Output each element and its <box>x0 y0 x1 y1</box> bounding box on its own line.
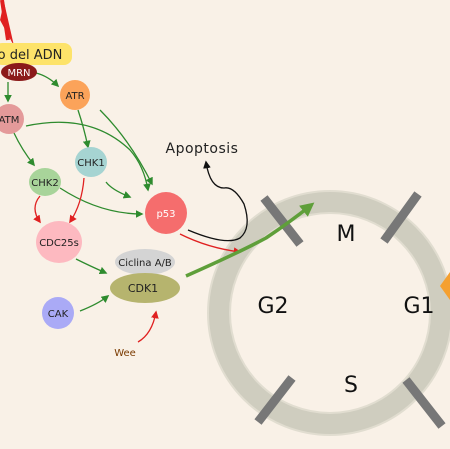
ring-outer-edge <box>207 190 450 436</box>
damage-box <box>0 43 72 65</box>
arrow-atr-p53 <box>99 109 153 186</box>
atm-shape <box>0 104 24 134</box>
arrow-p53-apoptosis <box>187 160 248 242</box>
arrow-cak-cdk1 <box>79 295 110 312</box>
node-mrn: MRN <box>1 63 37 81</box>
phase-g2: G2 <box>257 294 288 319</box>
arrow-atm-chk2 <box>13 132 35 167</box>
node-cak: CAK <box>42 297 74 329</box>
mrn-shape <box>1 63 37 81</box>
checkpoint-g2-m <box>260 195 304 247</box>
arrow-chk2-cdc25 <box>33 195 41 224</box>
chk1-label: CHK1 <box>77 158 104 169</box>
arrow-cdk1-mitosis <box>185 202 315 278</box>
arrow-chk1-cdc25 <box>69 177 85 224</box>
damage-label: o del ADN <box>0 48 62 63</box>
arrow-cdc25-cdk1 <box>75 258 108 275</box>
arrow-atm-p53 <box>25 121 151 192</box>
node-chk1: CHK1 <box>75 147 107 177</box>
activation-arrows <box>4 72 153 312</box>
atm-label: ATM <box>0 115 19 126</box>
node-atr: ATR <box>60 80 90 110</box>
checkpoint-g2-s <box>254 375 296 425</box>
damage-signal-head <box>0 2 14 46</box>
atr-shape <box>60 80 90 110</box>
ring-inner-edge <box>229 212 431 414</box>
mrn-label: MRN <box>7 68 30 79</box>
ciclina-label: Ciclina A/B <box>118 258 172 269</box>
phase-g1: G1 <box>403 294 434 319</box>
inhibition-arrows <box>33 177 242 343</box>
apoptosis-label: Apoptosis <box>166 141 239 157</box>
cak-shape <box>42 297 74 329</box>
cdc25s-label: CDC25s <box>39 238 79 249</box>
cak-label: CAK <box>48 309 69 320</box>
ciclina-shape <box>115 249 175 275</box>
node-atm: ATM <box>0 104 24 134</box>
ring-track <box>208 191 450 435</box>
cell-cycle-ring <box>207 190 450 436</box>
chk1-shape <box>75 147 107 177</box>
node-ciclina: Ciclina A/B <box>115 249 175 275</box>
node-cdk1: CDK1 <box>110 273 180 303</box>
g1-arrow-tip <box>440 272 450 300</box>
arrow-atr-chk1 <box>77 109 91 149</box>
cdk1-shape <box>110 273 180 303</box>
node-chk2: CHK2 <box>29 168 61 196</box>
checkpoint-s-g1 <box>402 377 446 429</box>
p53-label: p53 <box>156 209 175 220</box>
phase-m: M <box>337 222 356 247</box>
chk2-label: CHK2 <box>31 178 58 189</box>
node-p53: p53 <box>145 192 187 234</box>
node-damage: o del ADN <box>0 43 72 65</box>
phase-s: S <box>344 373 358 398</box>
arrow-p53-cycle <box>179 233 242 256</box>
checkpoint-m-g1 <box>380 191 422 244</box>
arrow-chk2-p53 <box>59 187 144 218</box>
arrow-mrn-atr <box>35 72 60 88</box>
node-cdc25s: CDC25s <box>36 221 82 263</box>
arrow-chk1-p53 <box>105 181 132 199</box>
cdk1-label: CDK1 <box>128 282 158 295</box>
atr-label: ATR <box>65 91 84 102</box>
wee-label: Wee <box>114 348 136 359</box>
arrow-wee-cdk1 <box>137 310 159 343</box>
p53-shape <box>145 192 187 234</box>
chk2-shape <box>29 168 61 196</box>
cdc25s-shape <box>36 221 82 263</box>
